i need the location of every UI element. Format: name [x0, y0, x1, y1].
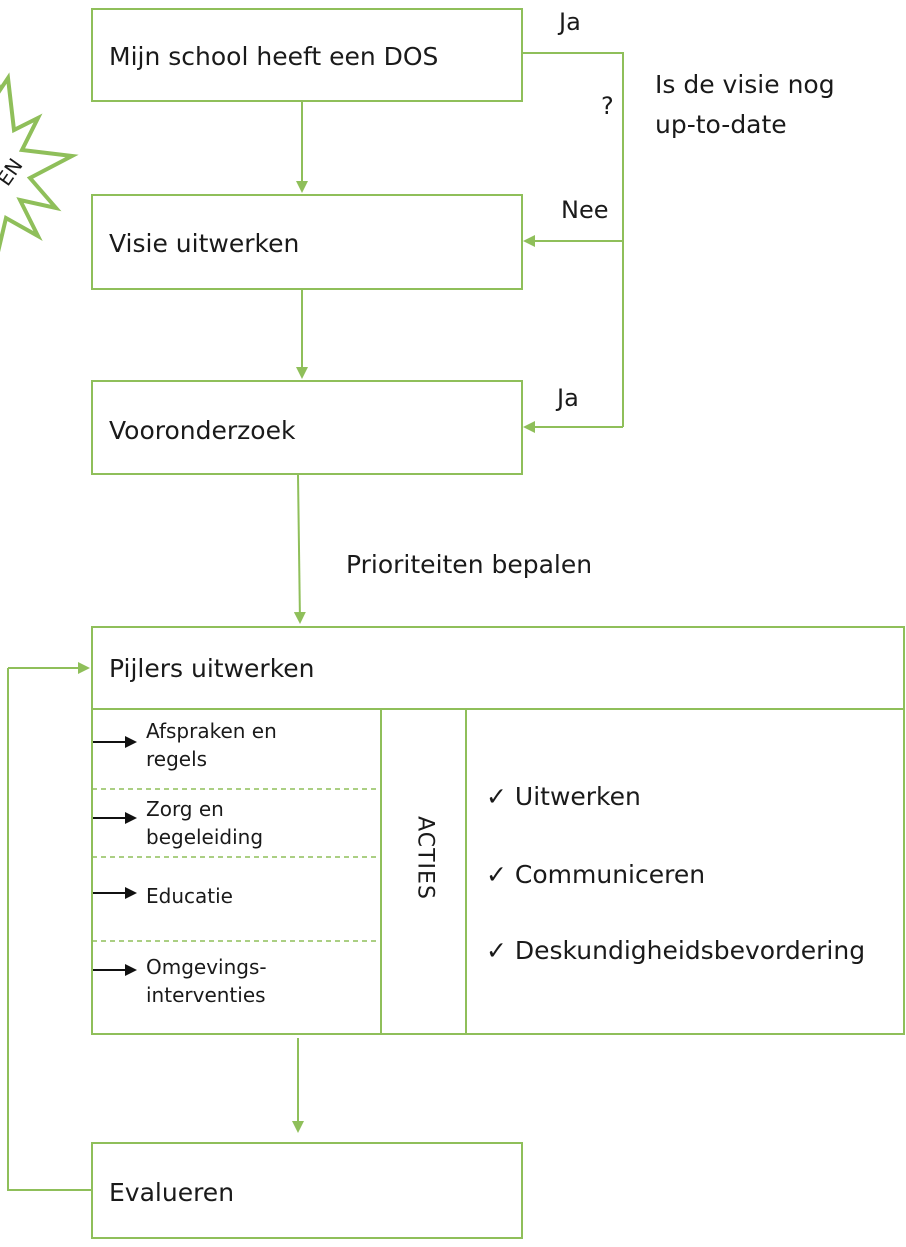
nee-label: Nee [561, 196, 609, 224]
pillar-afspraken: Afspraken en regels [146, 717, 277, 773]
pillar-educatie-line-1: Educatie [146, 884, 233, 908]
pillar-omgeving: Omgevings- interventies [146, 953, 267, 1009]
vooronderzoek-label: Vooronderzoek [109, 416, 296, 445]
pillar-omgeving-line-1: Omgevings- [146, 955, 267, 979]
pillar-zorg: Zorg en begeleiding [146, 795, 263, 851]
pillar-omgeving-line-2: interventies [146, 983, 266, 1007]
pillar-afspraken-line-2: regels [146, 747, 208, 771]
pillar-zorg-line-2: begeleiding [146, 825, 264, 849]
vooronderzoek-box: Vooronderzoek [91, 380, 523, 475]
question-mark-label: ? [601, 92, 614, 120]
evalueren-box: Evalueren [91, 1142, 523, 1239]
ja-top-label: Ja [559, 8, 581, 36]
question-line-1: Is de visie nog [655, 70, 835, 99]
pillar-afspraken-line-1: Afspraken en [146, 719, 277, 743]
pillar-educatie: Educatie [146, 882, 233, 910]
acties-label: ACTIES [412, 816, 437, 900]
pillar-zorg-line-1: Zorg en [146, 797, 224, 821]
dos-label: Mijn school heeft een DOS [109, 42, 439, 71]
action-uitwerken: ✓ Uitwerken [486, 782, 641, 811]
starburst-shape [0, 72, 79, 253]
action-deskundigheid: ✓ Deskundigheidsbevordering [486, 936, 866, 965]
visie-label: Visie uitwerken [109, 229, 300, 258]
action-communiceren: ✓ Communiceren [486, 860, 706, 889]
dos-box: Mijn school heeft een DOS [91, 8, 523, 102]
evalueren-label: Evalueren [109, 1178, 235, 1207]
ja-bottom-label: Ja [557, 384, 579, 412]
prioriteiten-label: Prioriteiten bepalen [346, 550, 593, 579]
pijlers-label: Pijlers uitwerken [109, 654, 315, 683]
question-line-2: up-to-date [655, 110, 787, 139]
visie-box: Visie uitwerken [91, 194, 523, 290]
acties-column: ACTIES [383, 712, 466, 1004]
pijlers-box: Pijlers uitwerken [91, 626, 905, 1035]
